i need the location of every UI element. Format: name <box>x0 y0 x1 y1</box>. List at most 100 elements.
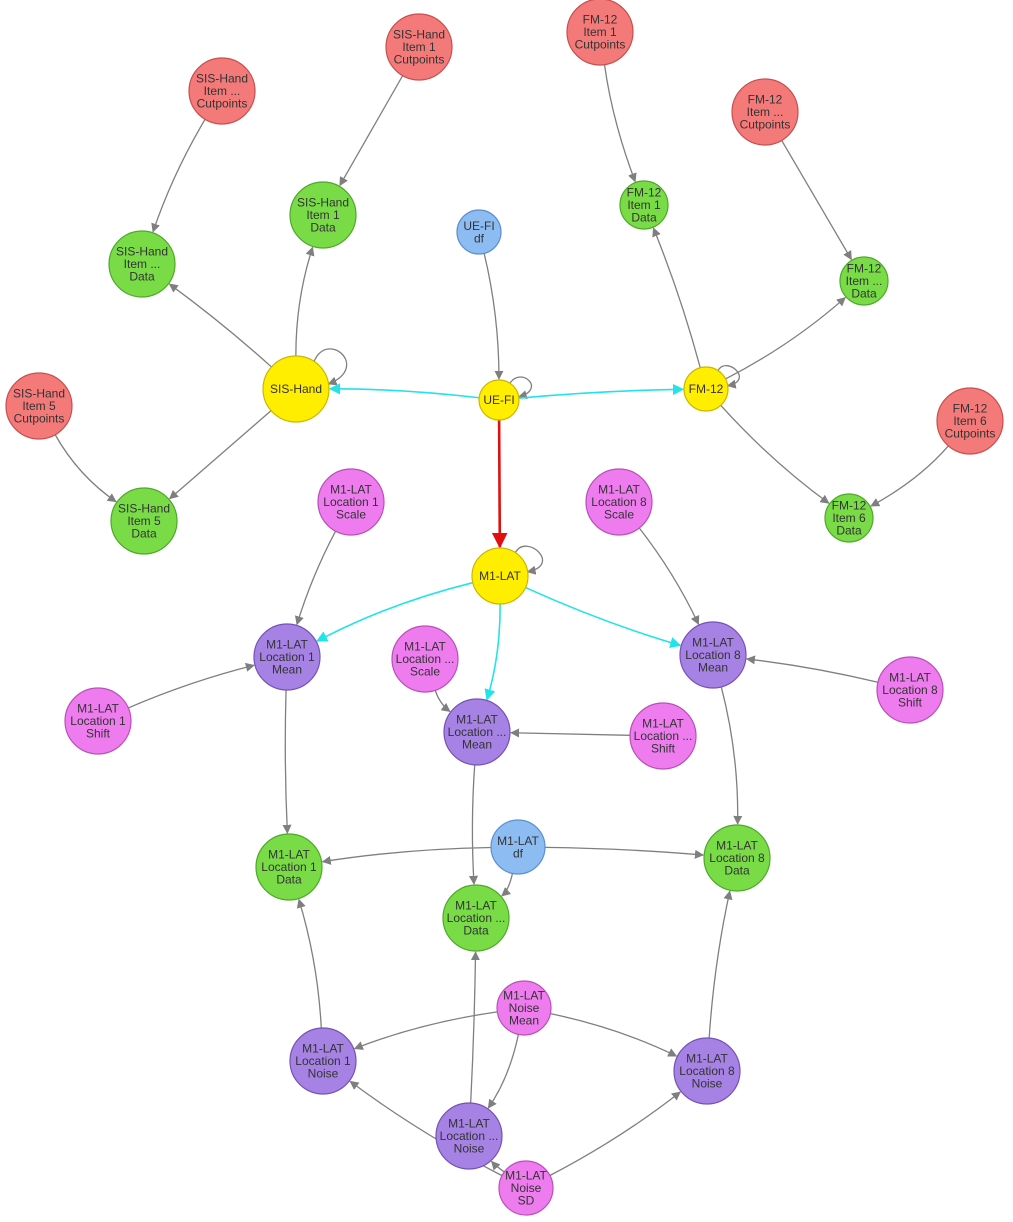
node-label-line: Location ... <box>448 725 507 739</box>
node-circle <box>471 547 529 605</box>
node-label-line: Item 6 <box>832 511 866 525</box>
node-m1lat[interactable]: M1-LAT <box>471 547 529 605</box>
edge-sis_item5_cut-to-sis_item5_data <box>54 434 117 503</box>
node-circle <box>253 623 321 691</box>
node-label-line: SIS-Hand <box>270 382 322 396</box>
node-label-line: Location 1 <box>261 860 317 874</box>
node-label-line: SIS-Hand <box>393 28 445 42</box>
node-circle <box>936 387 1004 455</box>
node-fm12[interactable]: FM-12 <box>683 366 729 412</box>
node-uefi[interactable]: UE-FI <box>478 379 520 421</box>
node-circle <box>478 379 520 421</box>
node-label-line: Data <box>131 527 157 541</box>
edge-m1lat-to-locx_mean <box>484 603 501 701</box>
edge-m1lat-to-loc8_mean <box>525 586 682 648</box>
node-label-line: FM-12 <box>627 186 662 200</box>
node-label-line: Location 1 <box>70 714 126 728</box>
node-label-line: SIS-Hand <box>297 196 349 210</box>
node-label-line: Item 5 <box>22 399 56 413</box>
node-label-line: Cutpoints <box>197 97 248 111</box>
node-label-line: M1-LAT <box>598 483 640 497</box>
edge-locx_shift-to-locx_mean <box>510 728 631 738</box>
edge-sis_hand-to-sis_hand <box>313 348 348 386</box>
node-label-line: SIS-Hand <box>196 72 248 86</box>
node-label-line: Location 8 <box>591 495 647 509</box>
node-circle <box>391 625 459 693</box>
node-label-line: M1-LAT <box>692 636 734 650</box>
node-circle <box>110 487 178 555</box>
node-label-line: Cutpoints <box>575 38 626 52</box>
node-label-line: Mean <box>509 1014 539 1028</box>
node-circle <box>443 698 511 766</box>
node-label-line: Location ... <box>447 911 506 925</box>
node-circle <box>435 1102 503 1170</box>
node-label-line: Item ... <box>846 274 883 288</box>
node-label-line: SIS-Hand <box>118 502 170 516</box>
edge-uefi-to-uefi <box>509 376 532 400</box>
node-label-line: M1-LAT <box>686 1052 728 1066</box>
node-circle <box>824 493 874 543</box>
node-label-line: M1-LAT <box>404 640 446 654</box>
edge-loc1_mean-to-loc1_data <box>282 689 292 834</box>
node-label-line: M1-LAT <box>642 717 684 731</box>
edge-fm_itemx_cut-to-fm_itemx_data <box>781 140 852 261</box>
node-label-line: M1-LAT <box>302 1042 344 1056</box>
edge-sis_item1_cut-to-sis_item1_data <box>339 75 404 187</box>
edge-sis_itemx_cut-to-sis_itemx_data <box>151 119 206 233</box>
edge-uefi-to-sis_hand <box>328 383 480 399</box>
edge-sis_hand-to-sis_item5_data <box>168 410 272 500</box>
node-circle <box>188 57 256 125</box>
node-label-line: Data <box>129 270 155 284</box>
node-label-line: Item 1 <box>583 25 617 39</box>
edge-uefi-to-fm12 <box>518 383 685 399</box>
node-circle <box>629 702 697 770</box>
node-label-line: M1-LAT <box>503 989 545 1003</box>
node-label-line: Data <box>724 864 750 878</box>
edge-m1lat_df-to-loc1_data <box>321 846 492 865</box>
node-label-line: Cutpoints <box>14 412 65 426</box>
node-circle <box>262 355 330 423</box>
node-circle <box>703 824 771 892</box>
node-label-line: M1-LAT <box>455 899 497 913</box>
node-label-line: M1-LAT <box>330 483 372 497</box>
node-circle <box>490 819 546 875</box>
node-label-line: Mean <box>462 738 492 752</box>
edge-noise_mean-to-loc1_noise <box>353 1011 498 1050</box>
node-sis-hand[interactable]: SIS-Hand <box>262 355 330 423</box>
node-circle <box>876 656 944 724</box>
node-label-line: FM-12 <box>953 402 988 416</box>
node-label-line: Location 1 <box>323 495 379 509</box>
